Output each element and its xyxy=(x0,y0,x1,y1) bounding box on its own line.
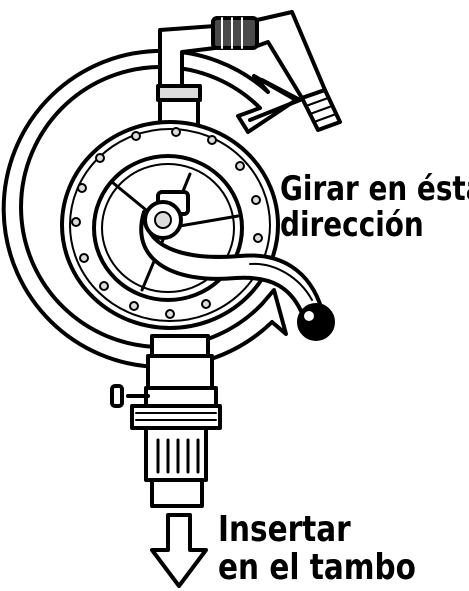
rotation-arrow-icon xyxy=(1,48,302,369)
suction-tube xyxy=(110,334,222,508)
insert-instruction-line-2: en el tambo xyxy=(218,547,416,588)
rotation-instruction-line-2: dirección xyxy=(280,205,424,245)
crank-handle xyxy=(139,190,335,341)
rotation-instruction-label: Girar en ésta dirección xyxy=(280,172,469,244)
insert-instruction-label: Insertar en el tambo xyxy=(218,512,416,588)
rotation-instruction-line-1: Girar en ésta xyxy=(280,169,469,209)
insert-instruction-line-1: Insertar xyxy=(218,509,351,550)
down-arrow-icon xyxy=(150,513,208,588)
